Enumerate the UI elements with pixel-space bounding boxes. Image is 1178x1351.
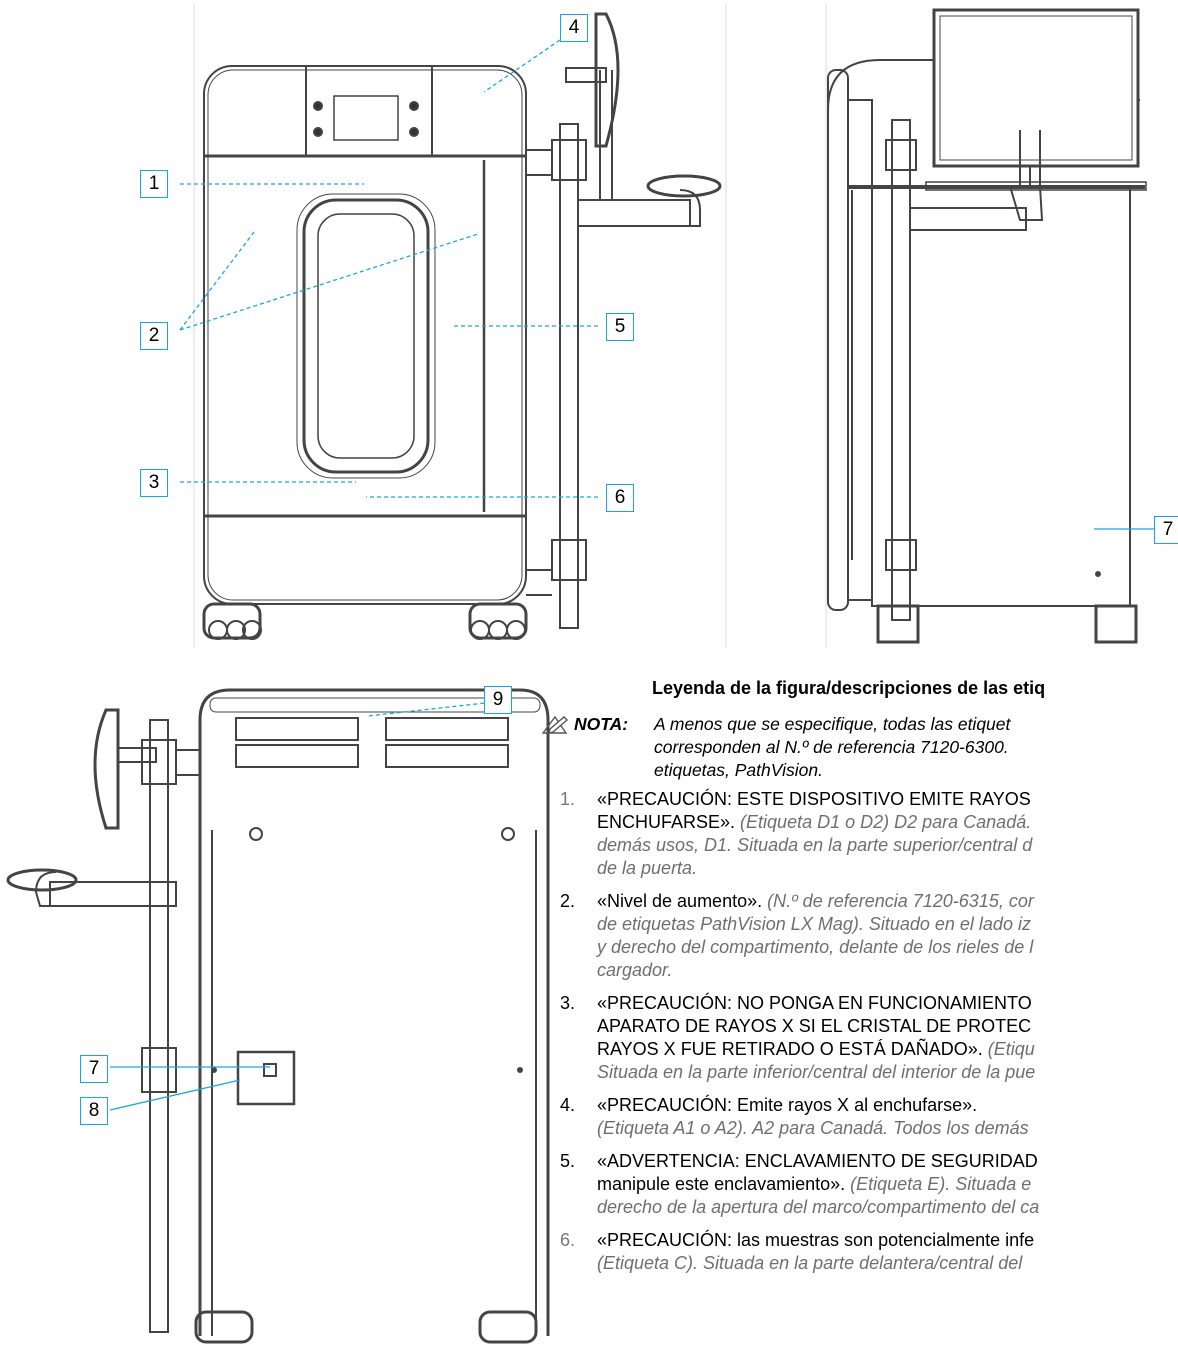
callout-1: 1 [140, 170, 168, 198]
callout-6: 6 [606, 484, 634, 512]
callout-9: 9 [484, 686, 512, 714]
item-number: 4. [560, 1095, 576, 1115]
item-description: (Etiqueta D1 o D2) D2 para Canadá. demás… [597, 812, 1033, 878]
note-label: NOTA: [574, 714, 629, 734]
item-quote: «PRECAUCIÓN: NO PONGA EN FUNCIONAMIENTO … [597, 993, 1032, 1059]
label-list: 1. «PRECAUCIÓN: ESTE DISPOSITIVO EMITE RA… [560, 788, 1178, 1285]
item-description: (Etiqueta C). Situada en la parte delant… [597, 1253, 1023, 1273]
callout-8: 8 [80, 1097, 108, 1125]
item-quote: «PRECAUCIÓN: ESTE DISPOSITIVO EMITE RAYO… [597, 789, 1031, 832]
item-quote: «PRECAUCIÓN: Emite rayos X al enchufarse… [597, 1095, 978, 1115]
item-quote: «PRECAUCIÓN: las muestras son potencialm… [597, 1230, 1035, 1250]
item-number: 6. [560, 1230, 576, 1250]
item-description: (Etiqu Situada en la parte inferior/cent… [597, 1039, 1036, 1082]
note-pencil-icon [541, 715, 569, 734]
legend-title: Leyenda de la figura/descripciones de la… [652, 678, 1046, 698]
side-view-drawing [827, 8, 1147, 644]
note-text: A menos que se especifique, todas las et… [654, 714, 1011, 780]
item-description: (N.º de referencia 7120-6315, cor de eti… [597, 891, 1034, 980]
callout-4: 4 [560, 14, 588, 42]
leader-lines [179, 39, 598, 717]
callout-7-side: 7 [1154, 516, 1178, 544]
callout-5: 5 [606, 313, 634, 341]
list-item: 5. «ADVERTENCIA: ENCLAVAMIENTO DE SEGURID… [560, 1150, 1178, 1219]
item-number: 2. [560, 891, 576, 911]
callout-3: 3 [140, 469, 168, 497]
item-number: 3. [560, 993, 576, 1013]
callout-7-rear: 7 [80, 1055, 108, 1083]
list-item: 1. «PRECAUCIÓN: ESTE DISPOSITIVO EMITE RA… [560, 788, 1178, 880]
item-number: 1. [560, 789, 576, 809]
list-item: 2. «Nivel de aumento». (N.º de referencia… [560, 890, 1178, 982]
rear-view-drawing [6, 688, 550, 1344]
list-item: 3. «PRECAUCIÓN: NO PONGA EN FUNCIONAMIENT… [560, 992, 1178, 1084]
callout-2: 2 [140, 322, 168, 350]
item-description: (Etiqueta E). Situada e derecho de la ap… [597, 1174, 1040, 1217]
solid-leader-lines [109, 528, 1154, 1111]
item-quote: «Nivel de aumento». [597, 891, 763, 911]
item-number: 5. [560, 1151, 576, 1171]
list-item: 4. «PRECAUCIÓN: Emite rayos X al enchufar… [560, 1094, 1178, 1140]
item-quote: «ADVERTENCIA: ENCLAVAMIENTO DE SEGURIDAD… [597, 1151, 1038, 1194]
front-view-drawing [202, 12, 722, 640]
item-description: (Etiqueta A1 o A2). A2 para Canadá. Todo… [597, 1118, 1029, 1138]
list-item: 6. «PRECAUCIÓN: las muestras son potencia… [560, 1229, 1178, 1275]
